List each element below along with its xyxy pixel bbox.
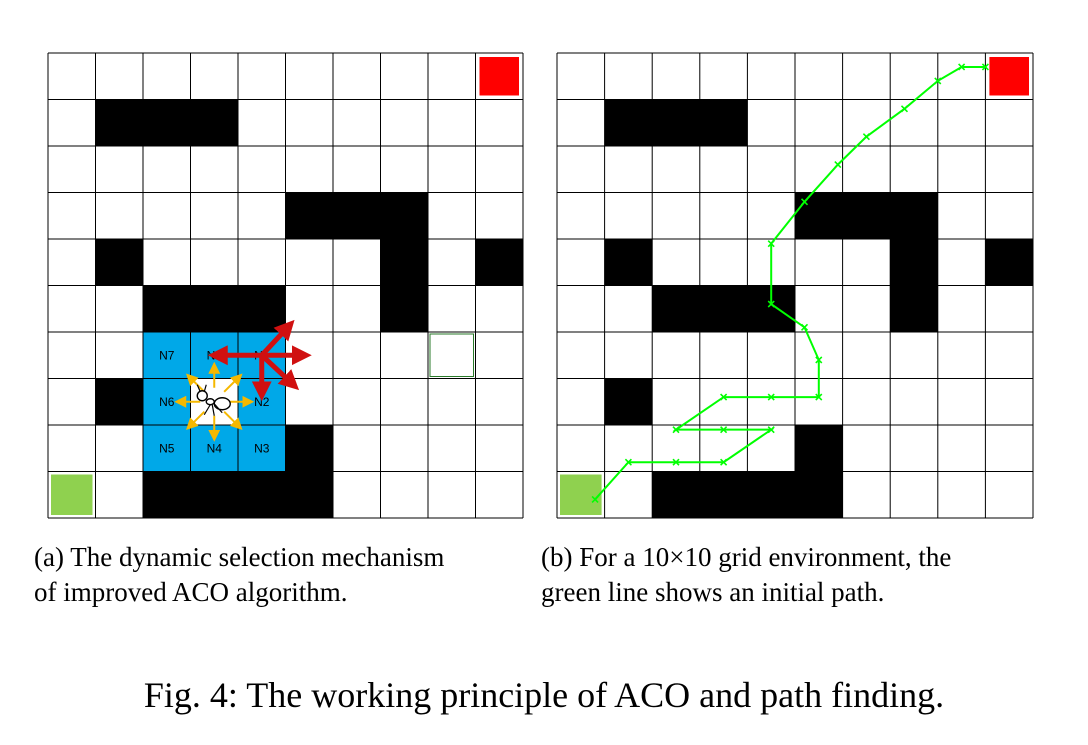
neighbor-cell <box>238 425 286 472</box>
neighbor-label-n4: N4 <box>207 441 223 455</box>
obstacle-cell <box>95 99 143 146</box>
obstacle-cell <box>143 99 191 146</box>
obstacle-cell <box>190 285 238 332</box>
path-waypoint <box>900 105 909 113</box>
obstacle-cell <box>795 471 843 518</box>
path-waypoint <box>815 393 823 401</box>
obstacle-cell <box>604 378 653 425</box>
obstacle-cell <box>985 239 1033 286</box>
obstacle-cell <box>652 285 700 332</box>
goal-cell <box>989 57 1029 96</box>
obstacle-cell <box>747 471 795 518</box>
start-cell <box>560 474 602 515</box>
path-waypoint <box>800 198 809 206</box>
obstacle-cell <box>285 425 333 472</box>
path-waypoint <box>720 426 728 434</box>
neighbor-cell <box>143 332 191 379</box>
path-waypoint <box>800 323 809 331</box>
obstacle-cell <box>333 192 381 239</box>
obstacle-cell <box>795 425 843 472</box>
grid-panel-b <box>556 52 1034 519</box>
ant-head <box>196 390 208 402</box>
obstacle-cell <box>285 192 333 239</box>
obstacle-cell <box>699 99 748 146</box>
ant-thorax <box>205 398 215 406</box>
obstacle-cell <box>890 239 938 286</box>
obstacle-cell <box>380 192 428 239</box>
neighbor-label-n6: N6 <box>159 395 175 409</box>
obstacle-cell <box>143 471 191 518</box>
path-waypoint <box>720 393 728 401</box>
obstacle-cell <box>143 285 191 332</box>
obstacle-cell <box>890 285 938 332</box>
obstacle-cell <box>190 99 238 146</box>
red-arrow <box>259 319 295 357</box>
obstacle-cell <box>380 285 428 332</box>
obstacle-cell <box>604 99 653 146</box>
path-waypoint <box>767 300 775 308</box>
path-waypoint <box>815 356 823 364</box>
path-waypoint <box>591 495 599 503</box>
path-waypoint <box>862 133 870 141</box>
obstacle-cell <box>380 239 428 286</box>
path-waypoint <box>672 426 680 434</box>
path-waypoint <box>958 63 966 71</box>
obstacle-cell <box>699 285 748 332</box>
obstacle-cell <box>238 285 286 332</box>
path-waypoint <box>767 393 775 401</box>
caption-b-line2: green line shows an initial path. <box>541 577 885 607</box>
path-waypoint <box>672 458 680 466</box>
path-waypoint <box>834 161 842 169</box>
ant-antennae <box>196 384 207 392</box>
obstacle-cell <box>238 471 286 518</box>
obstacle-cell <box>842 192 891 239</box>
yellow-arrow <box>223 373 243 393</box>
ant-abdomen <box>213 397 231 411</box>
caption-b-line1: (b) For a 10×10 grid environment, the <box>541 542 952 572</box>
neighbor-label-n2: N2 <box>254 395 270 409</box>
red-arrow <box>260 353 300 391</box>
neighbor-cell <box>143 425 191 472</box>
caption-a-line2: of improved ACO algorithm. <box>34 577 348 607</box>
neighbor-label-n7: N7 <box>159 348 175 362</box>
yellow-arrow <box>223 410 243 431</box>
grid-panel-a: N7N8N1N6N2N5N4N3 <box>47 52 524 519</box>
ant-icon <box>196 384 231 416</box>
obstacle-cell <box>475 239 523 286</box>
caption-panel-b: (b) For a 10×10 grid environment, the gr… <box>541 540 951 610</box>
obstacle-cell <box>604 239 653 286</box>
obstacle-cell <box>190 471 238 518</box>
obstacle-cell <box>890 192 938 239</box>
goal-cell <box>479 57 519 96</box>
obstacle-cell <box>285 471 333 518</box>
caption-panel-a: (a) The dynamic selection mechanism of i… <box>34 540 444 610</box>
caption-a-line1: (a) The dynamic selection mechanism <box>34 542 445 572</box>
neighbor-label-n5: N5 <box>159 441 175 455</box>
path-waypoint <box>624 458 632 466</box>
path-waypoint <box>767 240 775 248</box>
highlight-cell-outline <box>429 333 474 377</box>
obstacle-cell <box>699 471 748 518</box>
path-waypoint <box>934 77 942 85</box>
path-waypoint <box>981 63 989 71</box>
ant-legs <box>203 403 223 416</box>
obstacle-cell <box>652 471 700 518</box>
yellow-arrow <box>185 410 206 431</box>
start-cell <box>51 474 93 515</box>
obstacle-cell <box>95 378 143 425</box>
neighbor-label-n3: N3 <box>254 441 270 455</box>
obstacle-cell <box>652 99 700 146</box>
path-waypoint <box>767 426 775 434</box>
path-waypoint <box>720 458 728 466</box>
obstacle-cell <box>95 239 143 286</box>
figure-caption: Fig. 4: The working principle of ACO and… <box>143 675 945 715</box>
